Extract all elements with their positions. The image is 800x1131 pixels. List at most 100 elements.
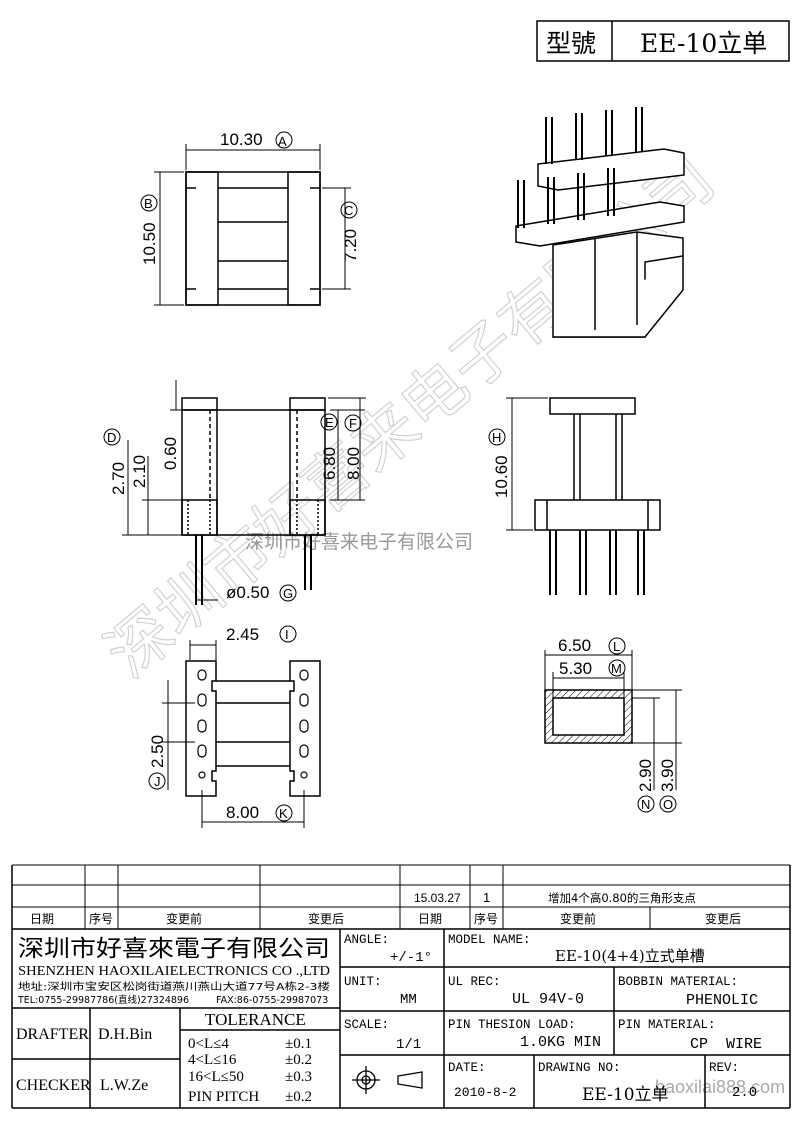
checker-label: CHECKER — [16, 1077, 91, 1094]
revision-seq: 1 — [483, 890, 490, 905]
ul-rec-value: UL 94V-0 — [512, 991, 584, 1008]
dim-M-value: 5.30 — [559, 659, 592, 678]
dim-H-value: 10.60 — [492, 455, 511, 498]
revision-date: 15.03.27 — [414, 891, 461, 905]
tolerance-value-2: ±0.3 — [285, 1069, 312, 1085]
rev-header-date-1: 日期 — [30, 912, 54, 926]
svg-text:E: E — [325, 415, 334, 430]
company-address: 地址:深圳市宝安区松岗街道燕川燕山大道77号A栋2-3楼 — [18, 980, 330, 993]
revision-before: 增加4个高0.80的三角形支点 — [548, 891, 696, 905]
projection-symbol-icon — [352, 1066, 423, 1094]
pin-material-label: PIN MATERIAL: — [618, 1018, 716, 1032]
svg-text:B: B — [144, 196, 153, 211]
drafter-name: D.H.Bin — [98, 1026, 152, 1043]
model-header-value: EE-10立单 — [640, 29, 767, 58]
tolerance-range-1: 4<L≤16 — [188, 1052, 237, 1068]
svg-text:J: J — [154, 774, 161, 789]
svg-text:K: K — [279, 806, 288, 821]
svg-text:D: D — [107, 430, 116, 445]
drawing-no-label: DRAWING NO: — [538, 1061, 621, 1075]
dim-C-tag: C — [340, 201, 358, 219]
unit-label: UNIT: — [344, 975, 382, 989]
dim-C-value: 7.20 — [341, 229, 360, 262]
svg-text:H: H — [492, 430, 501, 445]
svg-text:M: M — [611, 661, 622, 676]
rev-label: REV: — [709, 1061, 739, 1075]
dim-K-value: 8.00 — [226, 803, 259, 822]
tolerance-value-0: ±0.1 — [285, 1036, 312, 1052]
angle-value: +/-1° — [390, 950, 432, 966]
revision-headers: 日期 序号 变更前 变更后 日期 序号 变更前 变更后 — [30, 911, 741, 926]
model-header: 型號 EE-10立单 — [536, 20, 790, 62]
dim-J-value: 2.50 — [148, 735, 167, 768]
rev-header-seq-1: 序号 — [89, 911, 113, 926]
dim-H-tag: H — [488, 428, 506, 446]
svg-text:G: G — [283, 586, 293, 601]
dim-M-tag: M — [608, 659, 626, 677]
svg-text:C: C — [344, 203, 353, 218]
svg-text:N: N — [641, 797, 650, 812]
tolerance-title: TOLERANCE — [205, 1010, 306, 1029]
rev-header-before-1: 变更前 — [166, 911, 202, 926]
dim-G-value: ø0.50 — [226, 583, 269, 602]
dim-D-tag: D — [103, 428, 121, 446]
dim-N-tag: N — [637, 795, 655, 813]
svg-text:A: A — [278, 134, 287, 149]
side-view-dims — [506, 397, 548, 531]
dim-D3-value: 0.60 — [161, 437, 180, 470]
watermark-url: haoxilai888.com — [655, 1077, 785, 1097]
dim-I-value: 2.45 — [226, 625, 259, 644]
model-name-label: MODEL NAME: — [448, 933, 531, 947]
dim-L-tag: L — [608, 637, 626, 655]
dim-O-tag: O — [659, 795, 677, 813]
dim-D2-value: 2.10 — [130, 455, 149, 488]
drafter-label: DRAFTER — [16, 1026, 89, 1043]
dim-O-value: 3.90 — [658, 759, 677, 792]
bottom-view — [185, 660, 321, 797]
pin-material-value: CP WIRE — [690, 1036, 762, 1053]
rev-value: 2.0 — [732, 1085, 757, 1101]
dim-B-tag: B — [140, 194, 158, 212]
company-tel: TEL:0755-29987786(直线)27324896 — [17, 994, 189, 1006]
tolerance-value-3: ±0.2 — [285, 1089, 312, 1105]
front-view-dims — [122, 380, 366, 601]
date-value: 2010-8-2 — [454, 1085, 516, 1100]
tolerance-range-3: PIN PITCH — [188, 1089, 259, 1105]
scale-value: 1/1 — [396, 1037, 421, 1053]
dim-I-tag: I — [279, 625, 297, 643]
tolerance-range-2: 16<L≤50 — [188, 1069, 244, 1085]
dim-E-tag: E — [320, 413, 338, 431]
dim-L-value: 6.50 — [558, 636, 591, 655]
revision-table — [11, 864, 791, 1108]
company-name-cn: 深圳市好喜來電子有限公司 — [18, 936, 330, 962]
bobbin-material-value: PHENOLIC — [686, 992, 758, 1009]
rev-header-seq-2: 序号 — [474, 911, 498, 926]
top-view-dims — [154, 144, 351, 306]
cross-section-dims — [544, 650, 682, 790]
dim-A-value: 10.30 — [220, 130, 263, 149]
tolerance-value-1: ±0.2 — [285, 1052, 312, 1068]
title-block-grid — [12, 929, 790, 1109]
dim-D-value: 2.70 — [109, 462, 128, 495]
rev-header-after-1: 变更后 — [308, 911, 344, 926]
dim-B-value: 10.50 — [140, 222, 159, 265]
cross-section-view — [544, 689, 633, 744]
svg-text:I: I — [285, 627, 289, 642]
pin-load-value: 1.0KG MIN — [520, 1034, 601, 1051]
watermark-small-text: 深圳市好喜来电子有限公司 — [245, 531, 473, 553]
checker-name: L.W.Ze — [100, 1077, 148, 1094]
front-view — [181, 397, 326, 605]
bottom-view-dims — [162, 640, 305, 828]
rev-header-after-2: 变更后 — [705, 911, 741, 926]
dim-F-value: 8.00 — [344, 447, 363, 480]
ul-rec-label: UL REC: — [448, 975, 501, 989]
model-name-value: EE-10(4+4)立式单槽 — [555, 947, 705, 965]
svg-text:L: L — [613, 639, 620, 654]
date-label: DATE: — [448, 1061, 486, 1075]
unit-value: MM — [400, 992, 417, 1008]
side-view — [534, 397, 661, 595]
scale-label: SCALE: — [344, 1018, 389, 1032]
dim-N-value: 2.90 — [636, 759, 655, 792]
company-fax: FAX:86-0755-29987073 — [216, 995, 328, 1006]
